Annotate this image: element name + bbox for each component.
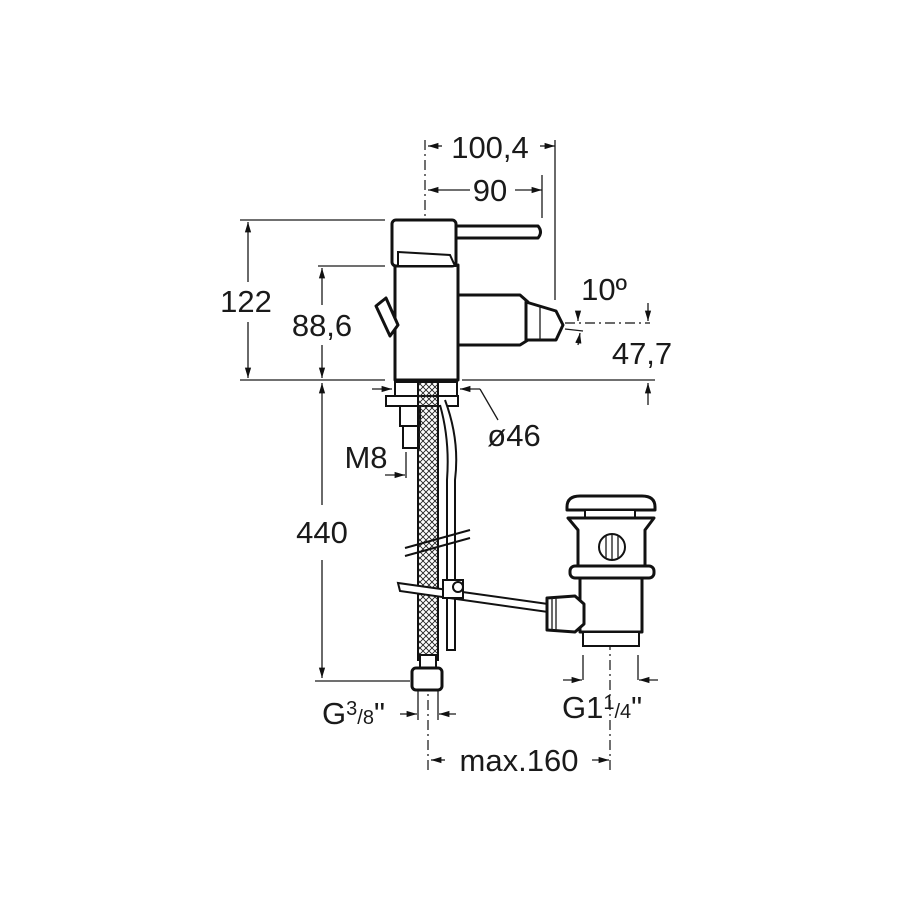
dim-hose-length: 440 bbox=[296, 515, 348, 550]
dimension-lines bbox=[240, 140, 658, 764]
dim-spout-height: 47,7 bbox=[612, 336, 672, 371]
flexible-hose bbox=[417, 381, 439, 661]
pop-up-knob bbox=[374, 296, 400, 338]
dim-waste-distance: max.160 bbox=[460, 743, 579, 778]
dim-waste-connection: G11/4" bbox=[562, 690, 642, 725]
dim-total-height: 122 bbox=[220, 284, 272, 319]
hose-nut bbox=[410, 666, 444, 692]
spout-nozzle bbox=[524, 300, 565, 342]
dim-hose-connection: G3/8" bbox=[322, 696, 385, 731]
dim-base-diameter: ø46 bbox=[487, 418, 540, 453]
waste-valve bbox=[545, 494, 657, 647]
dim-spout-angle: 10º bbox=[581, 272, 627, 307]
dim-body-height: 88,6 bbox=[292, 308, 352, 343]
dim-stud-thread: M8 bbox=[344, 440, 387, 475]
dim-lever-reach: 90 bbox=[473, 173, 507, 208]
drain-cap bbox=[565, 494, 657, 512]
dim-total-reach: 100,4 bbox=[451, 130, 529, 165]
faucet-body bbox=[374, 218, 565, 382]
pop-up-rod bbox=[439, 399, 458, 651]
fixing-assembly bbox=[385, 381, 549, 692]
